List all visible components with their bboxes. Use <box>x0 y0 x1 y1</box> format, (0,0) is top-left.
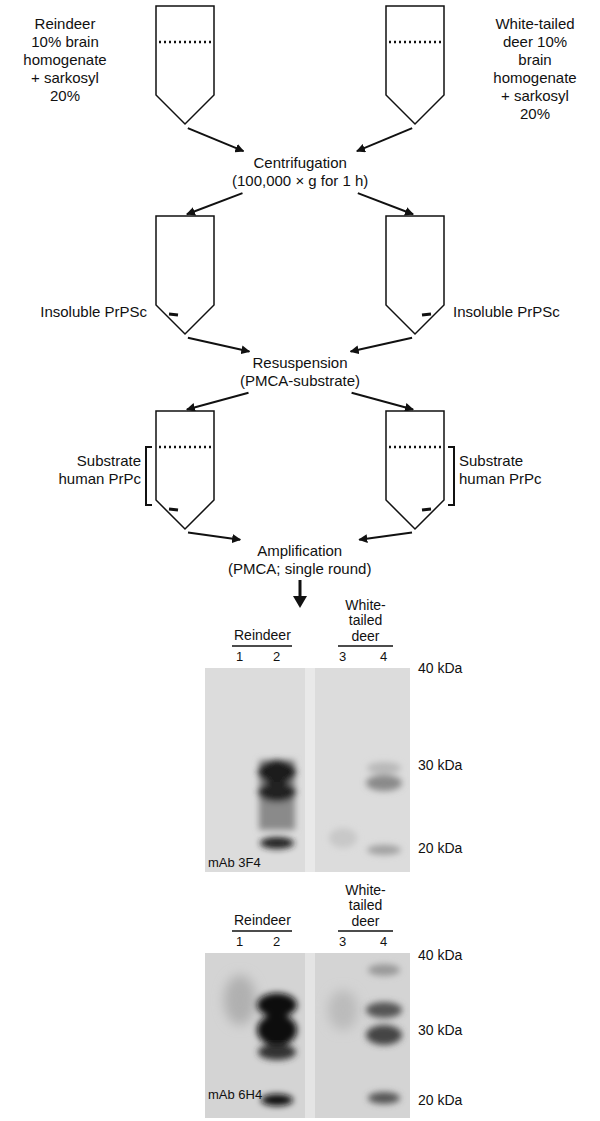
bracket <box>448 447 454 505</box>
tube-label: Substrate human PrPc <box>46 452 141 488</box>
lane-number: 1 <box>236 650 243 665</box>
tube-outline <box>385 5 445 127</box>
test-tube: Reindeer 10% brain homogenate + sarkosyl… <box>155 5 215 127</box>
size-marker: 30 kDa <box>418 757 462 773</box>
tube-label: White-tailed deer 10% brain homogenate +… <box>490 15 580 123</box>
flow-arrow <box>187 393 249 410</box>
lane-number: 4 <box>380 935 387 950</box>
group-underline <box>338 930 393 932</box>
tube-outline <box>155 215 215 337</box>
liquid-level <box>159 446 211 449</box>
lane-number: 3 <box>339 650 346 665</box>
liquid-level <box>389 446 441 449</box>
flow-arrow <box>358 193 413 214</box>
tube-label: Substrate human PrPc <box>459 452 554 488</box>
group-label: Reindeer <box>234 627 291 643</box>
flow-arrow <box>188 532 240 539</box>
tube-outline <box>156 216 214 334</box>
size-marker: 30 kDa <box>418 1022 462 1038</box>
lane-number: 2 <box>273 650 280 665</box>
pellet <box>422 314 431 315</box>
flow-arrow <box>359 532 412 539</box>
flow-arrow <box>188 128 244 151</box>
lane-number: 1 <box>236 935 243 950</box>
step-detail: (PMCA-substrate) <box>240 372 360 390</box>
liquid-level <box>159 41 211 44</box>
tube-outline <box>155 410 215 532</box>
liquid-level <box>389 41 441 44</box>
tube-label: Insoluble PrPSc <box>40 303 147 321</box>
antibody-label: mAb 6H4 <box>208 1088 262 1103</box>
process-step: Centrifugation(100,000 × g for 1 h) <box>228 152 372 192</box>
tube-outline <box>386 6 444 124</box>
tube-outline <box>156 6 214 124</box>
result-arrowhead <box>293 596 307 608</box>
pellet <box>169 509 178 510</box>
step-detail: (100,000 × g for 1 h) <box>232 172 368 190</box>
western-blot <box>205 953 410 1118</box>
step-detail: (PMCA; single round) <box>228 560 371 578</box>
group-label: White-tailed deer <box>338 598 393 644</box>
tube-outline <box>156 411 214 529</box>
tube-outline <box>386 216 444 334</box>
test-tube: Insoluble PrPSc <box>385 215 445 337</box>
size-marker: 20 kDa <box>418 840 462 856</box>
step-title: Resuspension <box>240 354 360 372</box>
blot-strip-gap <box>305 953 315 1118</box>
flow-arrow <box>352 393 414 410</box>
bracket <box>146 447 152 505</box>
tube-label: Insoluble PrPSc <box>453 303 560 321</box>
process-step: Amplification(PMCA; single round) <box>224 540 375 580</box>
test-tube: Substrate human PrPc <box>155 410 215 532</box>
tube-outline <box>385 215 445 337</box>
pellet <box>422 509 431 510</box>
antibody-label: mAb 3F4 <box>208 856 261 871</box>
flow-arrow <box>351 338 413 352</box>
size-marker: 40 kDa <box>418 947 462 963</box>
blot-bands <box>257 964 402 1106</box>
blot-strip-gap <box>305 668 315 872</box>
result-arrow <box>299 580 302 598</box>
western-blot <box>205 668 410 872</box>
step-title: Centrifugation <box>232 154 368 172</box>
flow-arrow <box>357 128 412 151</box>
test-tube: Insoluble PrPSc <box>155 215 215 337</box>
step-title: Amplification <box>228 542 371 560</box>
flow-arrow <box>187 193 243 214</box>
tube-outline <box>386 411 444 529</box>
group-label: White-tailed deer <box>338 883 393 929</box>
lane-number: 4 <box>380 650 387 665</box>
lane-number: 2 <box>273 935 280 950</box>
process-step: Resuspension(PMCA-substrate) <box>236 352 364 392</box>
tube-label: Reindeer 10% brain homogenate + sarkosyl… <box>20 15 110 105</box>
group-underline <box>232 930 292 932</box>
group-label: Reindeer <box>234 912 291 928</box>
group-underline <box>338 645 393 647</box>
flow-arrow <box>188 338 250 352</box>
test-tube: Substrate human PrPc <box>385 410 445 532</box>
pellet <box>169 314 178 315</box>
blot-bands <box>258 760 402 855</box>
test-tube: White-tailed deer 10% brain homogenate +… <box>385 5 445 127</box>
lane-number: 3 <box>339 935 346 950</box>
size-marker: 20 kDa <box>418 1092 462 1108</box>
tube-outline <box>385 410 445 532</box>
group-underline <box>232 645 292 647</box>
tube-outline <box>155 5 215 127</box>
size-marker: 40 kDa <box>418 660 462 676</box>
